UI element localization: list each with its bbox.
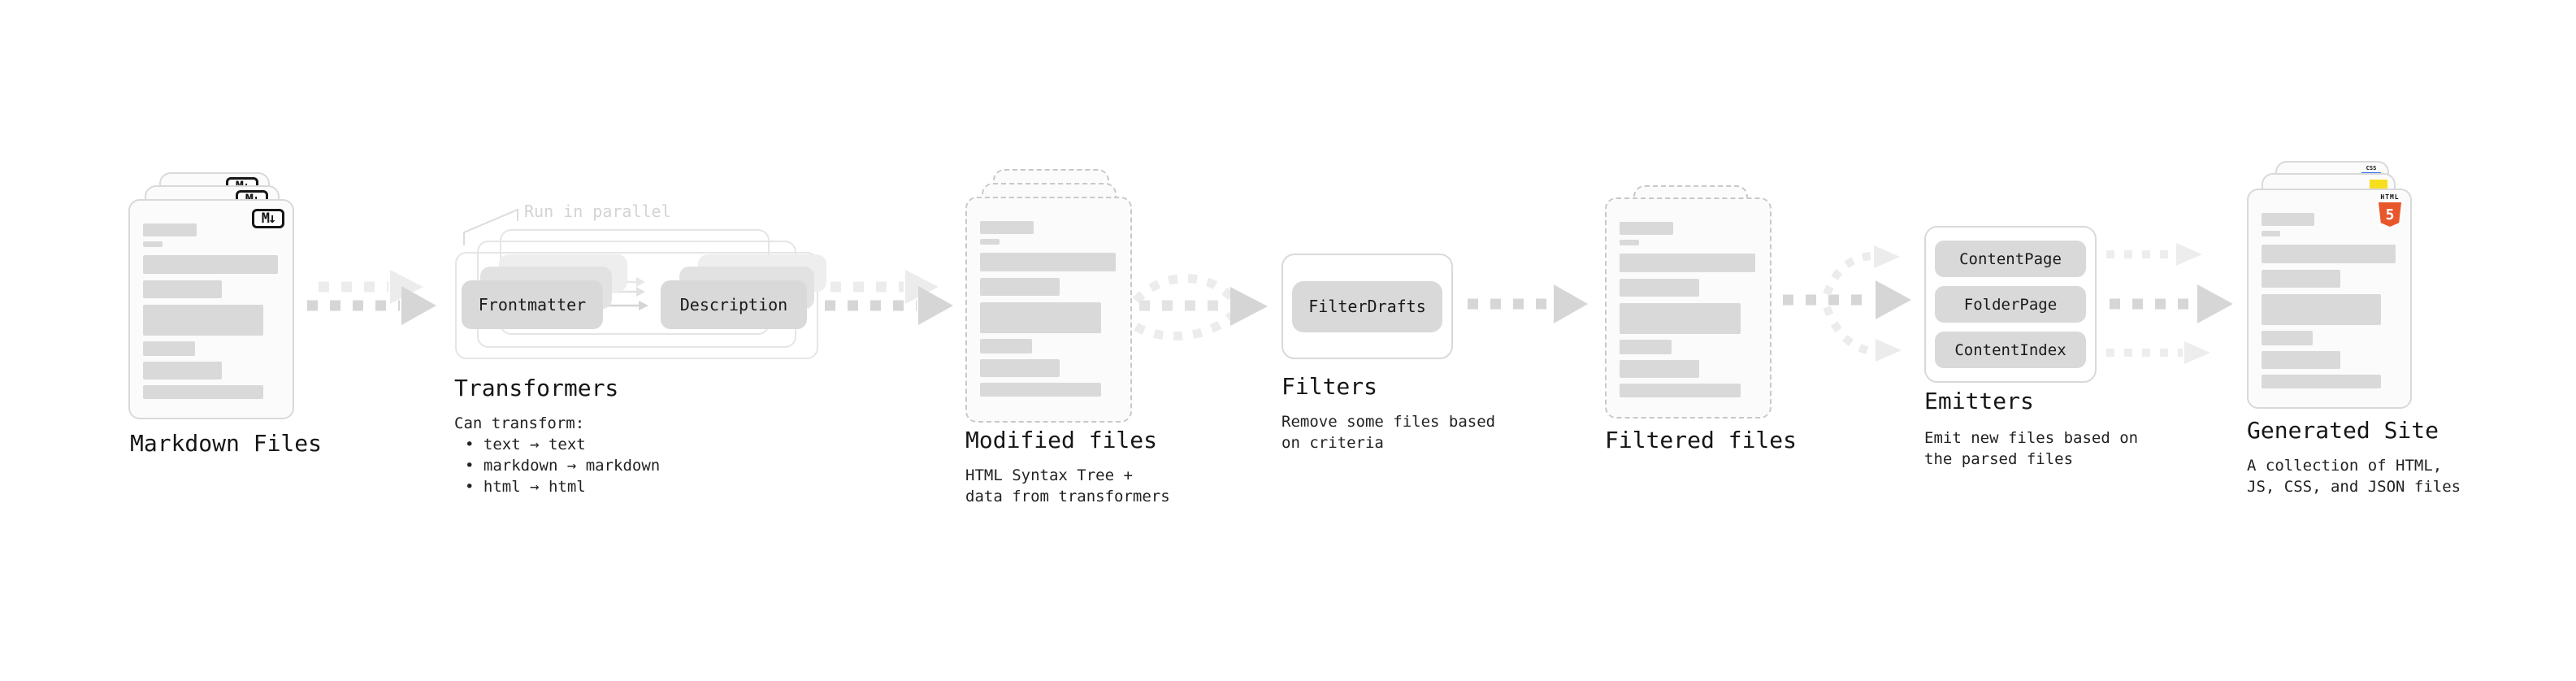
- emitters-description: Emit new files based on the parsed files: [1924, 427, 2138, 470]
- transformers-description: Can transform: • text → text • markdown …: [454, 413, 660, 497]
- placeholder-bar: [2262, 375, 2381, 388]
- modified-files-desc-line: data from transformers: [965, 488, 1170, 505]
- placeholder-bar: [1620, 360, 1700, 378]
- arrow-markdown-to-transformers-icon: [307, 270, 436, 325]
- placeholder-bar: [980, 359, 1060, 377]
- filters-panel: FilterDrafts: [1281, 254, 1453, 359]
- transformers-label: Transformers: [454, 375, 619, 401]
- frontmatter-box: Frontmatter: [462, 280, 603, 329]
- arrow-modified-to-filters-icon: [1132, 274, 1268, 340]
- placeholder-bar: [2262, 245, 2396, 263]
- modified-file-card: [965, 197, 1132, 423]
- generated-site-desc-line: JS, CSS, and JSON files: [2247, 478, 2461, 496]
- filtered-files-label: Filtered files: [1605, 427, 1798, 453]
- placeholder-bar: [143, 385, 263, 399]
- contentpage-box: ContentPage: [1935, 241, 2086, 277]
- html5-number: 5: [2385, 206, 2395, 223]
- javascript-icon: [2370, 180, 2387, 189]
- modified-files-label: Modified files: [965, 427, 1158, 453]
- placeholder-bar: [1620, 303, 1741, 334]
- modified-files-desc-line: HTML Syntax Tree +: [965, 466, 1133, 484]
- placeholder-bar: [2262, 331, 2314, 345]
- filters-desc-line: on criteria: [1281, 434, 1384, 452]
- emitters-label: Emitters: [1924, 388, 2034, 414]
- file-content-placeholder: [1607, 199, 1770, 417]
- placeholder-bar: [2262, 231, 2281, 236]
- placeholder-bar: [1620, 240, 1639, 245]
- placeholder-bar: [1620, 254, 1756, 272]
- placeholder-bar: [980, 221, 1034, 234]
- arrow-emitters-to-generated-icon: [2106, 243, 2233, 364]
- html5-shield: 5: [2379, 202, 2401, 227]
- placeholder-bar: [1620, 384, 1741, 397]
- css-badge-text: CSS: [2366, 165, 2377, 171]
- emitters-panel: ContentPage FolderPage ContentIndex: [1924, 226, 2097, 383]
- emitters-desc-line: Emit new files based on: [1924, 429, 2139, 447]
- placeholder-bar: [980, 302, 1101, 333]
- placeholder-bar: [143, 362, 223, 380]
- markdown-files-label: Markdown Files: [130, 430, 323, 457]
- placeholder-bar: [2262, 294, 2381, 325]
- transformers-bullet: • html → html: [465, 478, 586, 496]
- placeholder-bar: [143, 280, 223, 298]
- arrow-filters-to-filtered-icon: [1468, 284, 1588, 323]
- description-box: Description: [661, 280, 807, 329]
- placeholder-bar: [980, 339, 1033, 354]
- placeholder-bar: [143, 255, 279, 274]
- placeholder-bar: [980, 239, 1000, 245]
- file-content-placeholder: [130, 201, 293, 418]
- placeholder-bar: [143, 241, 163, 247]
- placeholder-bar: [980, 278, 1060, 296]
- markdown-icon: M↓: [252, 209, 284, 228]
- modified-files-description: HTML Syntax Tree + data from transformer…: [965, 465, 1170, 507]
- folderpage-box: FolderPage: [1935, 286, 2086, 323]
- transformers-bullet: • text → text: [465, 436, 586, 453]
- placeholder-bar: [980, 253, 1117, 271]
- arrow-transformers-to-modified-icon: [825, 270, 953, 325]
- transformer-container: [455, 252, 818, 359]
- generated-site-desc-line: A collection of HTML,: [2247, 457, 2443, 475]
- placeholder-bar: [2262, 351, 2340, 369]
- file-content-placeholder: [967, 198, 1130, 421]
- placeholder-bar: [1620, 279, 1700, 297]
- contentindex-box: ContentIndex: [1935, 332, 2086, 368]
- emitters-desc-line: the parsed files: [1924, 450, 2074, 468]
- placeholder-bar: [2262, 270, 2340, 288]
- generated-site-label: Generated Site: [2247, 417, 2439, 444]
- markdown-file-card: M↓: [128, 199, 294, 419]
- filterdrafts-box: FilterDrafts: [1292, 280, 1442, 332]
- arrow-filtered-to-emitters-icon: [1783, 245, 1911, 362]
- html5-label: HTML: [2380, 193, 2400, 201]
- placeholder-bar: [143, 305, 263, 336]
- filtered-file-card: [1605, 197, 1772, 419]
- placeholder-bar: [143, 223, 197, 236]
- filters-label: Filters: [1281, 373, 1378, 400]
- placeholder-bar: [2262, 213, 2315, 226]
- run-in-parallel-note: Run in parallel: [524, 202, 671, 221]
- transformers-desc-title: Can transform:: [454, 414, 585, 432]
- filters-desc-line: Remove some files based: [1281, 413, 1496, 431]
- placeholder-bar: [1620, 222, 1673, 235]
- html5-icon: HTML 5: [2375, 194, 2405, 227]
- placeholder-bar: [980, 383, 1101, 397]
- file-content-placeholder: [2249, 190, 2410, 407]
- parallel-leader-line-icon: [463, 208, 518, 245]
- transformers-bullet: • markdown → markdown: [465, 457, 661, 475]
- generated-site-description: A collection of HTML, JS, CSS, and JSON …: [2247, 455, 2461, 497]
- filters-description: Remove some files based on criteria: [1281, 411, 1495, 453]
- placeholder-bar: [1620, 340, 1672, 354]
- placeholder-bar: [143, 341, 195, 356]
- generated-file-card: HTML 5: [2247, 189, 2412, 409]
